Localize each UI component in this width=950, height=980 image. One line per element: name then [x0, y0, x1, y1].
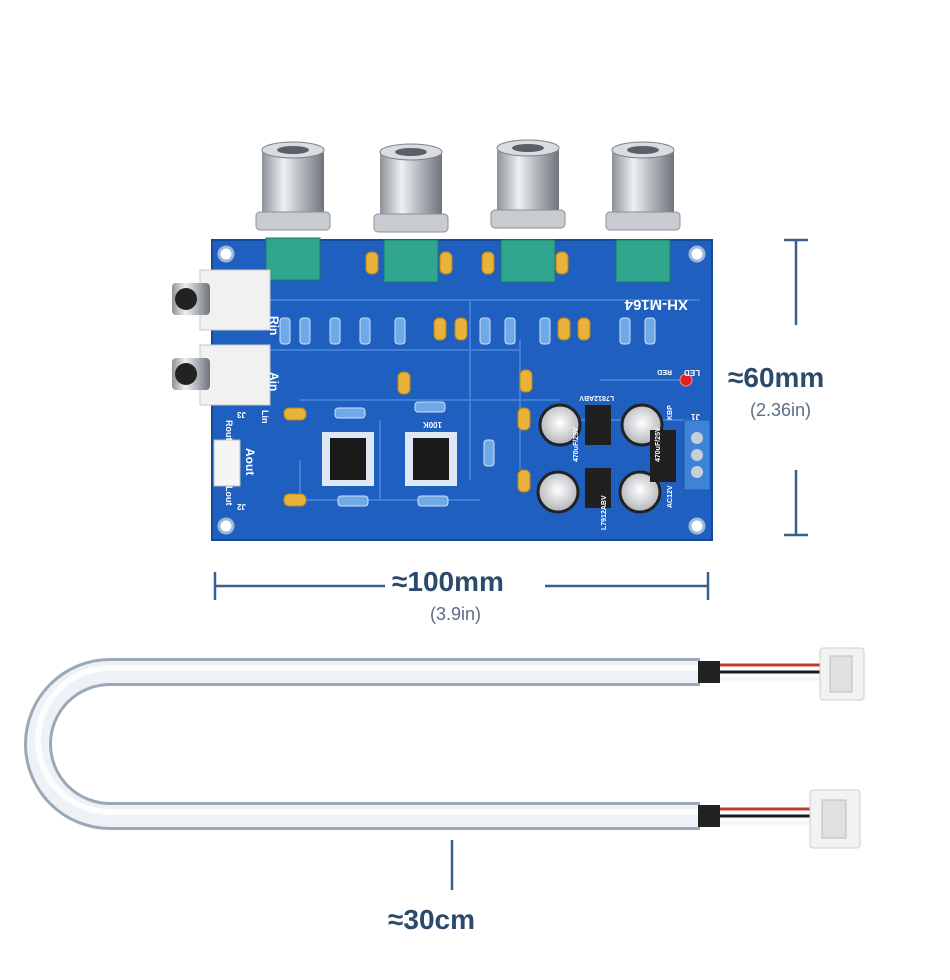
film-capacitors — [283, 251, 591, 507]
cable-end-top[interactable] — [698, 647, 865, 701]
rin-label: Rin — [267, 316, 281, 335]
regulator-2 — [585, 468, 611, 508]
cable-length-label: ≈30cm — [388, 904, 475, 935]
potentiometer-3[interactable] — [490, 139, 566, 283]
mount-hole — [217, 517, 235, 535]
mount-hole — [688, 245, 706, 263]
potentiometer-1[interactable] — [255, 141, 331, 281]
kbp-label: KBP — [667, 405, 674, 420]
lin-label: Lin — [260, 410, 270, 424]
rout-label: Rout — [224, 420, 234, 441]
j2-label: J2 — [237, 502, 246, 511]
potentiometer-2[interactable] — [373, 143, 449, 283]
led-label: LED — [684, 368, 700, 377]
ribbon-cable — [24, 658, 700, 830]
j1-label: J1 — [691, 412, 700, 421]
opamp-chip-2 — [405, 432, 457, 486]
height-sub-label: (2.36in) — [750, 400, 812, 420]
red-label: RED — [657, 368, 672, 375]
cable-end-bottom[interactable] — [698, 789, 861, 849]
aout-label: Aout — [243, 448, 257, 475]
reg2-label: L7912ABV — [601, 495, 608, 530]
output-connector[interactable] — [213, 439, 241, 487]
mount-hole — [688, 517, 706, 535]
cap-label-1: 470uF/25V — [573, 427, 580, 462]
height-label: ≈60mm — [728, 362, 825, 393]
j3-label: J3 — [237, 410, 246, 419]
silkscreen: XH-M164 Rin Ain Lin Rout Aout Lout J3 J2… — [224, 296, 700, 530]
reg1-label: L7812ABV — [579, 394, 614, 401]
regulator-1 — [585, 405, 611, 445]
power-terminal[interactable] — [683, 419, 711, 491]
res-100k-label: 100K — [423, 420, 442, 429]
model-label: XH-M164 — [624, 296, 688, 313]
width-label: ≈100mm — [392, 566, 504, 597]
tone-board: XH-M164 Rin Ain Lin Rout Aout Lout J3 J2… — [172, 139, 713, 541]
led-indicator — [679, 373, 693, 387]
ain-label: Ain — [267, 372, 281, 391]
mount-hole — [217, 245, 235, 263]
resistor-row — [279, 317, 656, 507]
width-sub-label: (3.9in) — [430, 604, 482, 624]
ac-label: AC12V — [667, 485, 674, 508]
opamp-chip-1 — [322, 432, 374, 486]
dimension-lines — [213, 238, 808, 890]
bridge-rectifier — [650, 430, 676, 482]
lout-label: Lout — [224, 486, 234, 506]
rca-jack-bottom[interactable] — [172, 344, 271, 406]
potentiometer-4[interactable] — [605, 141, 681, 283]
cap-label-2: 470uF/25V — [655, 427, 662, 462]
rca-jack-top[interactable] — [172, 269, 271, 331]
